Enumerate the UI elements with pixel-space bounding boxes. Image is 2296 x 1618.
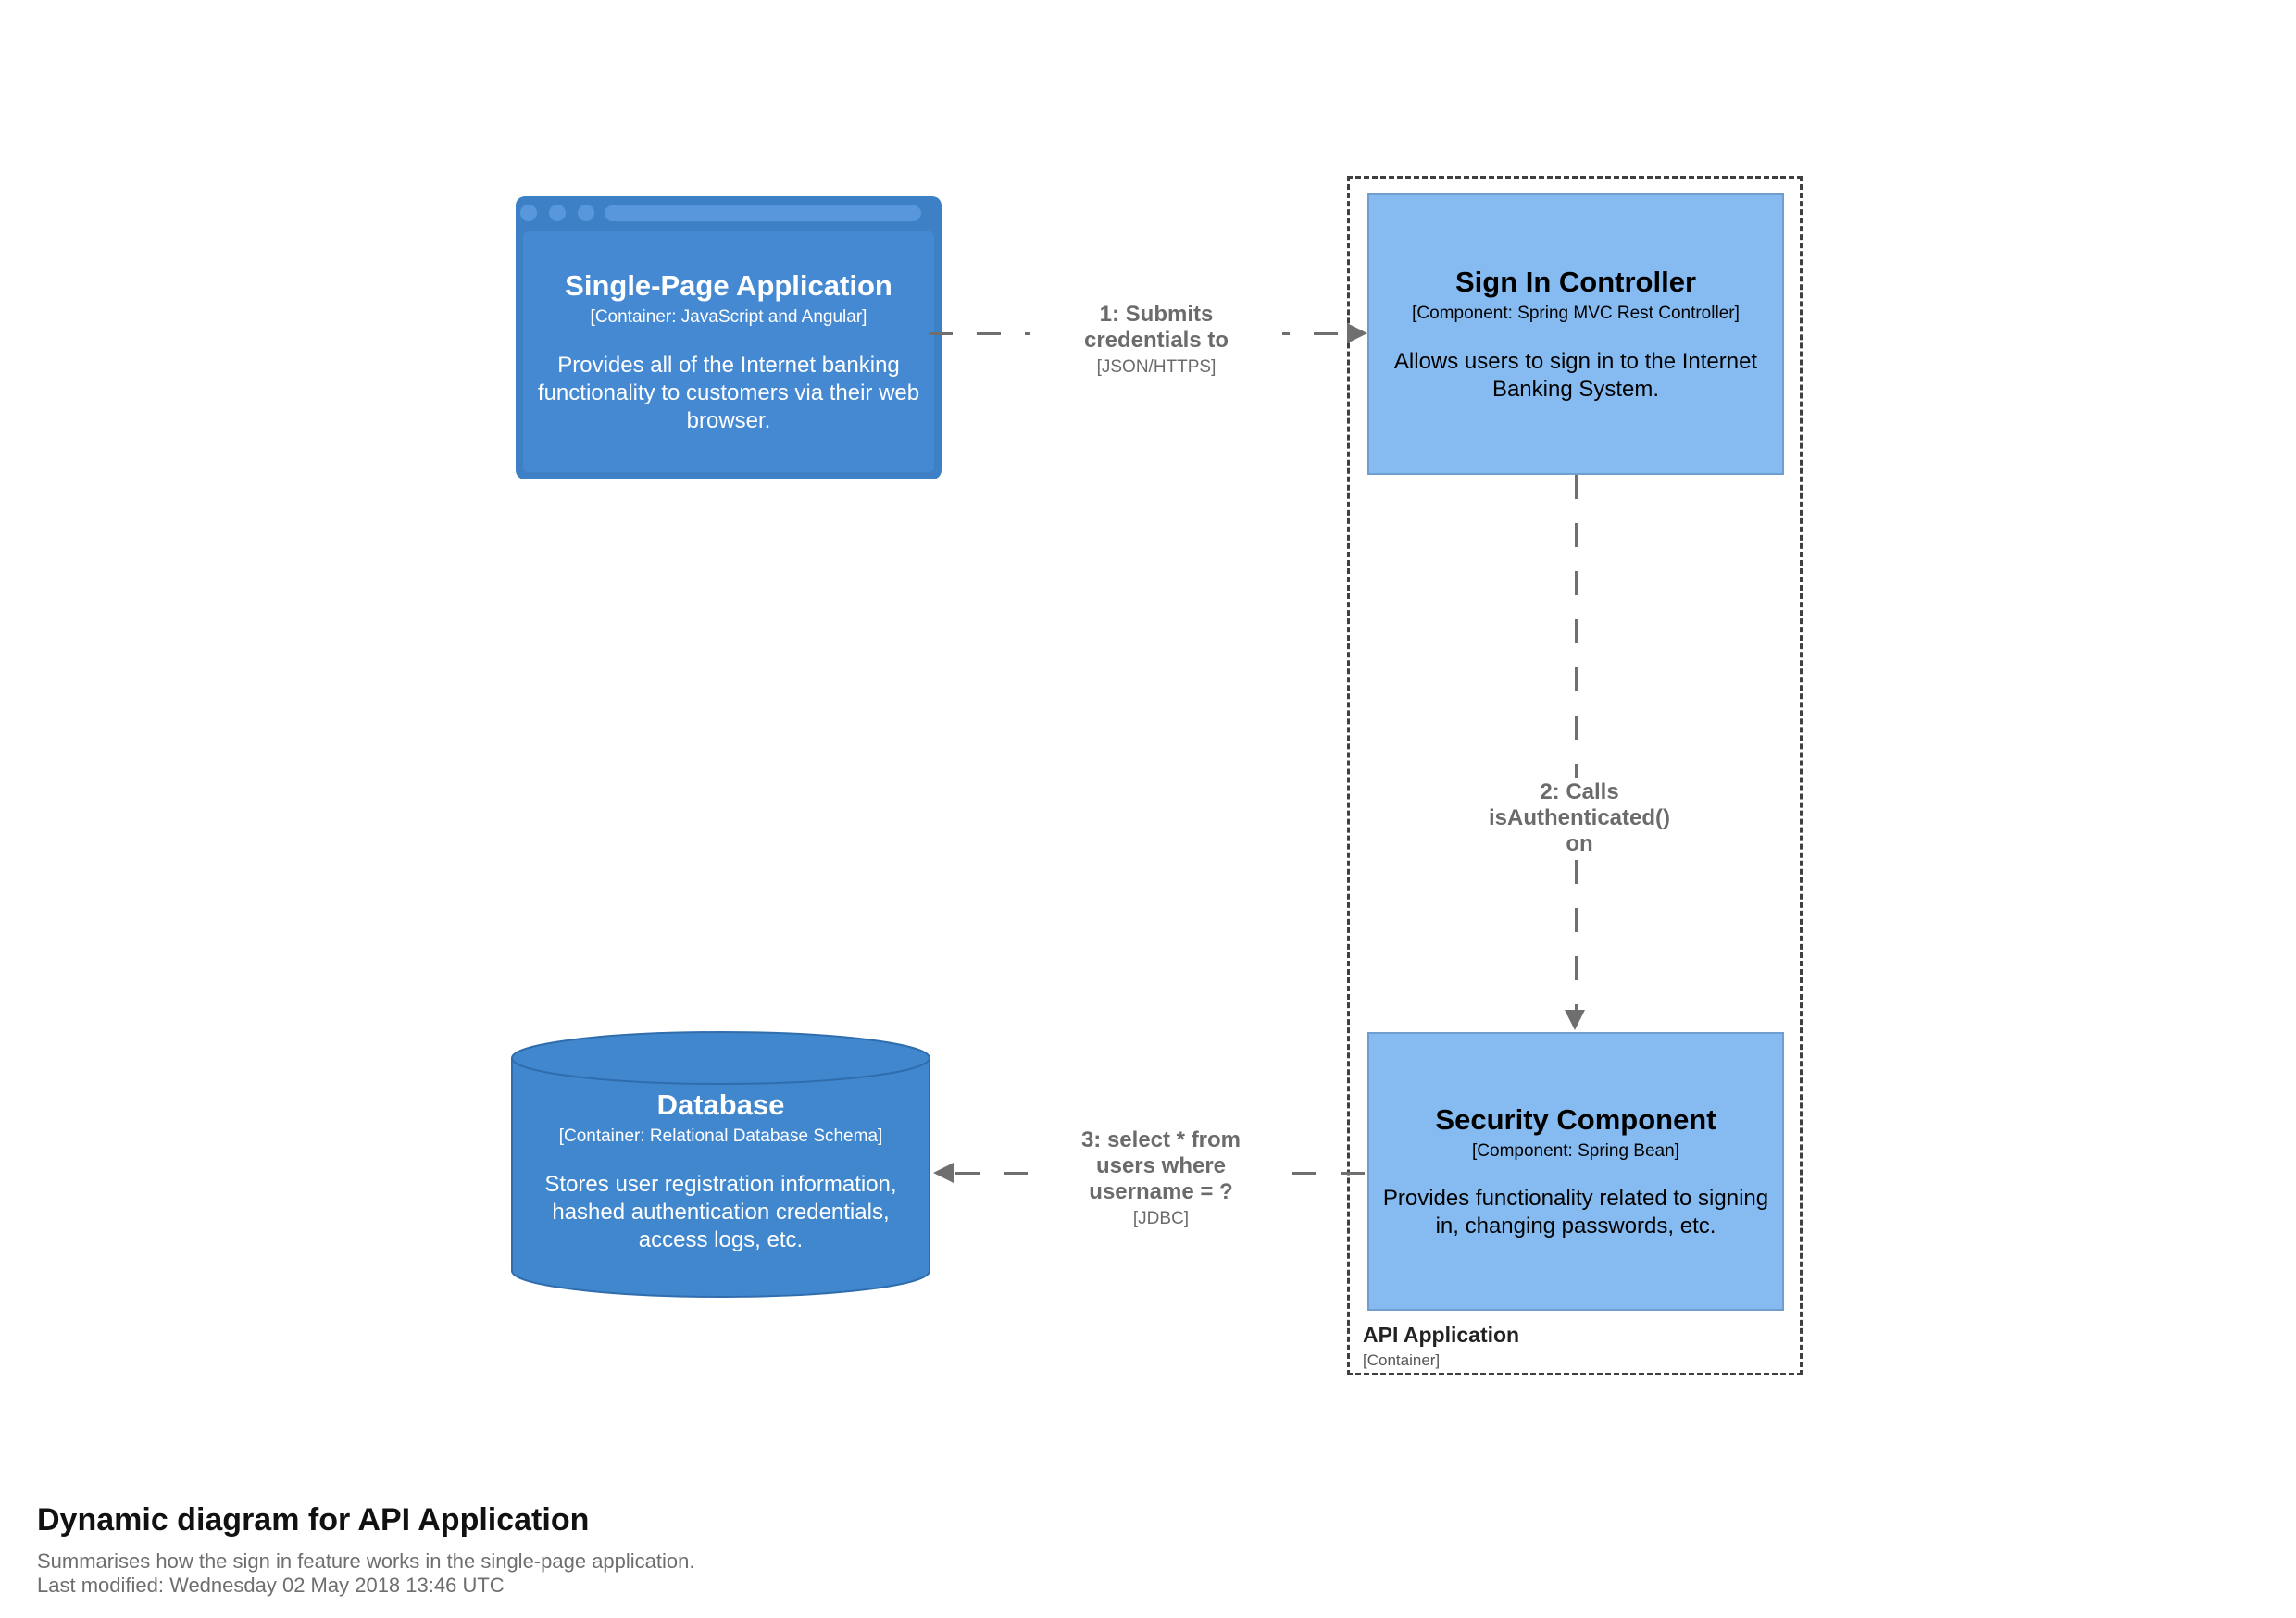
- boundary-label: API Application [Container]: [1363, 1323, 1519, 1370]
- node-meta: [Container: Relational Database Schema]: [558, 1126, 883, 1147]
- node-description: Stores user registration information, ha…: [544, 1171, 897, 1252]
- relationship-name: 3: select * from users where username = …: [1080, 1127, 1242, 1204]
- relationship-name: 1: Submits credentials to: [1083, 302, 1229, 353]
- relationship-2-line: [1575, 475, 1578, 1012]
- browser-address-bar-icon: [605, 205, 921, 221]
- browser-dot-icon: [578, 205, 594, 221]
- node-description: Allows users to sign in to the Internet …: [1393, 348, 1758, 402]
- node-single-page-application[interactable]: Single-Page Application [Container: Java…: [516, 196, 942, 479]
- relationship-technology: [JDBC]: [1132, 1209, 1190, 1228]
- node-meta: [Component: Spring Bean]: [1472, 1140, 1679, 1161]
- relationship-name: 2: Calls isAuthenticated() on: [1488, 779, 1670, 856]
- browser-dot-icon: [549, 205, 566, 221]
- spa-content-panel: Single-Page Application [Container: Java…: [523, 231, 934, 472]
- relationship-2-arrowhead-icon: [1565, 1010, 1585, 1030]
- diagram-title: Dynamic diagram for API Application: [37, 1502, 590, 1537]
- relationship-3-label: 3: select * from users where username = …: [1035, 1126, 1287, 1231]
- relationship-technology: [JSON/HTTPS]: [1096, 357, 1217, 377]
- node-title: Database: [656, 1089, 785, 1122]
- node-title: Security Component: [1435, 1102, 1716, 1136]
- node-security-component[interactable]: Security Component [Component: Spring Be…: [1367, 1032, 1784, 1311]
- browser-dot-icon: [520, 205, 537, 221]
- boundary-name: API Application: [1363, 1323, 1520, 1347]
- relationship-3-arrowhead-icon: [933, 1163, 954, 1183]
- relationship-1-label: 1: Submits credentials to [JSON/HTTPS]: [1030, 300, 1282, 380]
- diagram-subtitle: Summarises how the sign in feature works…: [37, 1550, 695, 1573]
- relationship-2-label: 2: Calls isAuthenticated() on: [1450, 778, 1709, 859]
- database-content: Database [Container: Relational Database…: [510, 1075, 931, 1267]
- node-description: Provides all of the Internet banking fun…: [537, 352, 920, 433]
- node-description: Provides functionality related to signin…: [1382, 1186, 1769, 1239]
- node-meta: [Container: JavaScript and Angular]: [590, 307, 867, 328]
- boundary-meta: [Container]: [1363, 1350, 1441, 1369]
- database-cylinder-icon: [511, 1031, 930, 1298]
- node-meta: [Component: Spring MVC Rest Controller]: [1412, 304, 1740, 324]
- diagram-last-modified: Last modified: Wednesday 02 May 2018 13:…: [37, 1574, 505, 1597]
- node-title: Sign In Controller: [1454, 266, 1697, 299]
- node-sign-in-controller[interactable]: Sign In Controller [Component: Spring MV…: [1367, 193, 1784, 475]
- diagram-metadata: Dynamic diagram for API Application Summ…: [37, 1501, 695, 1598]
- relationship-1-arrowhead-icon: [1347, 323, 1367, 343]
- node-database[interactable]: Database [Container: Relational Database…: [510, 1030, 931, 1299]
- node-title: Single-Page Application: [565, 269, 892, 303]
- api-application-boundary: [1347, 176, 1803, 1375]
